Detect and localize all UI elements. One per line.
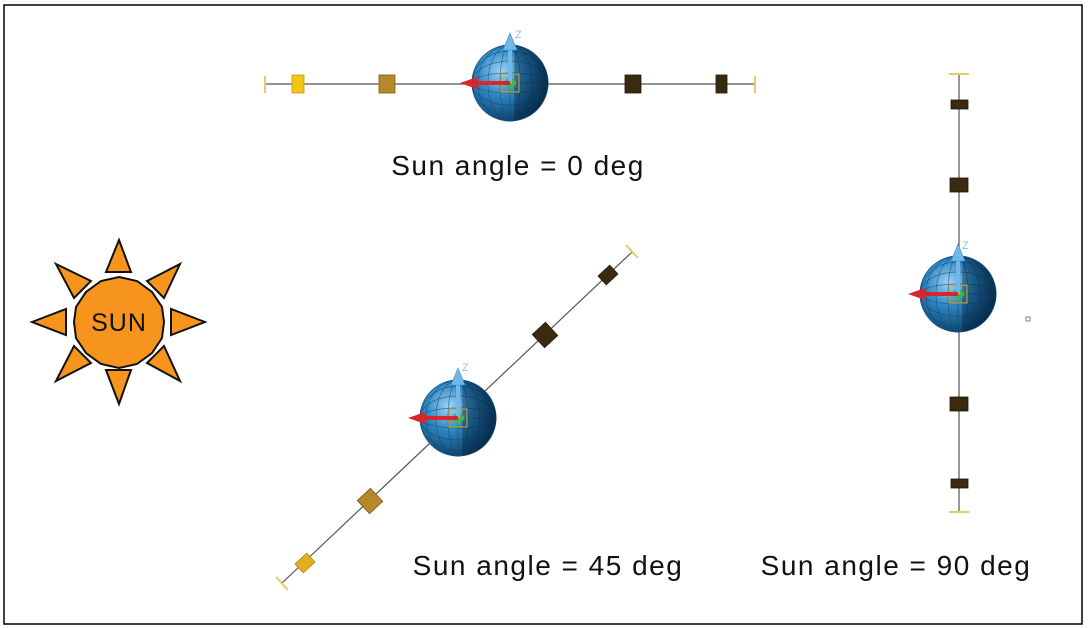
sun-ray-icon xyxy=(104,369,133,407)
solar-panel xyxy=(715,74,728,94)
small-marker xyxy=(1025,316,1031,322)
sun-icon: SUN xyxy=(29,237,208,407)
sun-ray-icon xyxy=(145,261,183,300)
sun-label: SUN xyxy=(91,309,147,337)
config-90-deg: Z Sun angle = 90 deg xyxy=(761,73,1032,581)
solar-panel xyxy=(950,478,969,489)
solar-panel xyxy=(291,74,305,94)
caption-0-deg: Sun angle = 0 deg xyxy=(391,150,645,181)
boom-tip-marker xyxy=(625,244,639,259)
solar-panel xyxy=(597,264,619,286)
sun-ray-icon xyxy=(145,344,183,384)
z-axis-label: Z xyxy=(515,29,522,41)
z-axis-label: Z xyxy=(962,240,969,252)
sun-ray-icon xyxy=(53,261,93,300)
config-0-deg: Z Sun angle = 0 deg xyxy=(264,29,756,181)
boom-tip-marker xyxy=(275,576,289,591)
caption-45-deg: Sun angle = 45 deg xyxy=(413,550,684,581)
sun-ray-icon xyxy=(29,307,67,337)
solar-panel xyxy=(624,74,642,94)
spacecraft-globe-icon xyxy=(906,242,998,334)
spacecraft-globe-icon xyxy=(458,31,550,123)
solar-panel xyxy=(531,321,559,349)
caption-90-deg: Sun angle = 90 deg xyxy=(761,550,1032,581)
sun-ray-icon xyxy=(104,237,133,273)
outer-border xyxy=(3,4,1083,625)
z-axis-label: Z xyxy=(462,362,469,374)
solar-panel xyxy=(949,396,969,412)
sun-disc xyxy=(72,275,166,370)
sun-ray-icon xyxy=(53,344,93,384)
solar-panel xyxy=(950,99,969,110)
spacecraft-globe-icon xyxy=(406,366,498,458)
solar-panel xyxy=(949,177,969,193)
solar-panel xyxy=(294,552,316,574)
sun-ray-icon xyxy=(170,307,208,337)
solar-panel xyxy=(378,74,396,94)
solar-panel xyxy=(356,487,384,515)
config-45-deg: Z Sun angle = 45 deg xyxy=(275,244,684,591)
